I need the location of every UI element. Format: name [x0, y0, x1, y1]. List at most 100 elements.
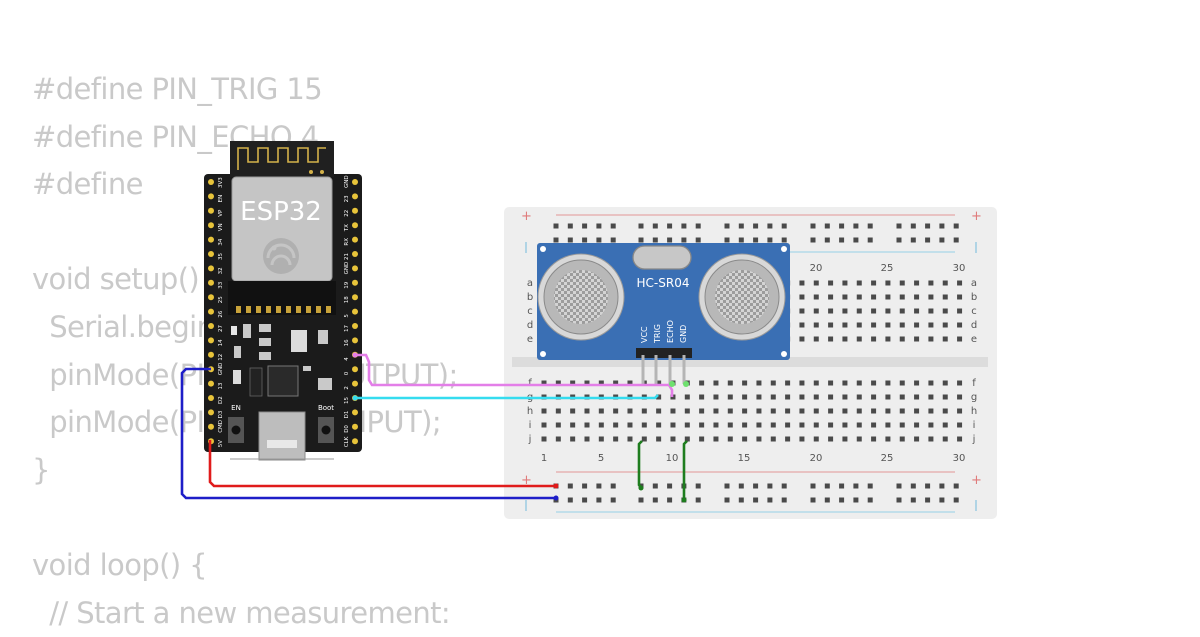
breadboard-hole[interactable]	[914, 422, 920, 428]
breadboard-hole[interactable]	[928, 336, 934, 342]
rail-hole[interactable]	[910, 497, 916, 503]
rail-hole[interactable]	[781, 497, 787, 503]
breadboard-hole[interactable]	[928, 380, 934, 386]
breadboard-hole[interactable]	[541, 408, 547, 414]
breadboard-hole[interactable]	[699, 436, 705, 442]
breadboard-hole[interactable]	[842, 336, 848, 342]
rail-hole[interactable]	[824, 223, 830, 229]
rail-hole[interactable]	[896, 223, 902, 229]
breadboard-hole[interactable]	[942, 436, 948, 442]
breadboard-hole[interactable]	[928, 308, 934, 314]
breadboard-hole[interactable]	[713, 422, 719, 428]
breadboard-hole[interactable]	[756, 436, 762, 442]
breadboard-hole[interactable]	[856, 422, 862, 428]
esp32-pin-left[interactable]	[208, 308, 214, 315]
breadboard-hole[interactable]	[885, 280, 891, 286]
esp32-pin-left[interactable]	[208, 423, 214, 430]
breadboard-hole[interactable]	[727, 422, 733, 428]
breadboard-hole[interactable]	[899, 394, 905, 400]
rail-hole[interactable]	[781, 223, 787, 229]
rail-hole[interactable]	[767, 483, 773, 489]
rail-hole[interactable]	[695, 497, 701, 503]
breadboard-hole[interactable]	[570, 436, 576, 442]
breadboard-hole[interactable]	[899, 322, 905, 328]
breadboard-hole[interactable]	[627, 436, 633, 442]
breadboard-hole[interactable]	[627, 422, 633, 428]
breadboard-hole[interactable]	[856, 394, 862, 400]
rail-hole[interactable]	[567, 497, 573, 503]
breadboard-hole[interactable]	[842, 280, 848, 286]
breadboard-hole[interactable]	[957, 322, 963, 328]
jumper-gnd[interactable]	[682, 440, 688, 500]
breadboard-hole[interactable]	[871, 394, 877, 400]
breadboard-hole[interactable]	[699, 408, 705, 414]
breadboard-hole[interactable]	[928, 408, 934, 414]
rail-hole[interactable]	[939, 483, 945, 489]
breadboard-hole[interactable]	[584, 380, 590, 386]
rail-hole[interactable]	[567, 483, 573, 489]
breadboard-hole[interactable]	[555, 422, 561, 428]
rail-hole[interactable]	[582, 223, 588, 229]
breadboard-hole[interactable]	[713, 394, 719, 400]
esp32-pin-left[interactable]	[208, 193, 214, 200]
rail-hole[interactable]	[939, 237, 945, 243]
trig-wire[interactable]	[355, 394, 659, 400]
breadboard-hole[interactable]	[957, 408, 963, 414]
breadboard-hole[interactable]	[813, 394, 819, 400]
esp32-pin-right[interactable]	[352, 294, 358, 301]
breadboard-hole[interactable]	[584, 436, 590, 442]
breadboard-hole[interactable]	[957, 422, 963, 428]
breadboard-hole[interactable]	[813, 422, 819, 428]
breadboard-hole[interactable]	[899, 280, 905, 286]
rail-hole[interactable]	[753, 483, 759, 489]
rail-hole[interactable]	[724, 483, 730, 489]
breadboard-hole[interactable]	[957, 294, 963, 300]
breadboard-hole[interactable]	[727, 380, 733, 386]
esp32-pin-left[interactable]	[208, 279, 214, 286]
breadboard-hole[interactable]	[684, 436, 690, 442]
breadboard-hole[interactable]	[914, 394, 920, 400]
breadboard-hole[interactable]	[756, 422, 762, 428]
breadboard-hole[interactable]	[785, 380, 791, 386]
rail-hole[interactable]	[824, 237, 830, 243]
rail-hole[interactable]	[896, 497, 902, 503]
breadboard-hole[interactable]	[942, 380, 948, 386]
rail-hole[interactable]	[638, 237, 644, 243]
breadboard-hole[interactable]	[871, 308, 877, 314]
rail-hole[interactable]	[767, 237, 773, 243]
esp32-pin-right[interactable]	[352, 323, 358, 329]
breadboard-hole[interactable]	[813, 322, 819, 328]
esp32-pin-left[interactable]	[208, 294, 214, 301]
wires[interactable]	[180, 352, 689, 503]
breadboard-hole[interactable]	[656, 436, 662, 442]
breadboard-hole[interactable]	[942, 336, 948, 342]
breadboard-hole[interactable]	[899, 422, 905, 428]
breadboard-hole[interactable]	[899, 336, 905, 342]
breadboard-hole[interactable]	[813, 408, 819, 414]
breadboard-hole[interactable]	[885, 336, 891, 342]
rail-hole[interactable]	[695, 223, 701, 229]
breadboard-hole[interactable]	[785, 422, 791, 428]
breadboard-hole[interactable]	[842, 422, 848, 428]
rail-hole[interactable]	[553, 223, 559, 229]
breadboard-hole[interactable]	[541, 422, 547, 428]
esp32-pin-left[interactable]	[208, 251, 214, 257]
breadboard-hole[interactable]	[942, 308, 948, 314]
rail-hole[interactable]	[953, 483, 959, 489]
breadboard-hole[interactable]	[914, 308, 920, 314]
rail-hole[interactable]	[953, 497, 959, 503]
breadboard-hole[interactable]	[828, 336, 834, 342]
breadboard-hole[interactable]	[828, 380, 834, 386]
breadboard-hole[interactable]	[713, 436, 719, 442]
breadboard-hole[interactable]	[555, 380, 561, 386]
breadboard-hole[interactable]	[828, 308, 834, 314]
breadboard-hole[interactable]	[885, 322, 891, 328]
rail-hole[interactable]	[753, 237, 759, 243]
esp32-pin-right[interactable]	[352, 308, 358, 315]
esp32-pin-left[interactable]	[208, 207, 214, 214]
breadboard-hole[interactable]	[942, 422, 948, 428]
breadboard-hole[interactable]	[856, 322, 862, 328]
breadboard-hole[interactable]	[541, 436, 547, 442]
esp32-pin-right[interactable]	[352, 251, 358, 257]
breadboard-hole[interactable]	[656, 394, 662, 400]
